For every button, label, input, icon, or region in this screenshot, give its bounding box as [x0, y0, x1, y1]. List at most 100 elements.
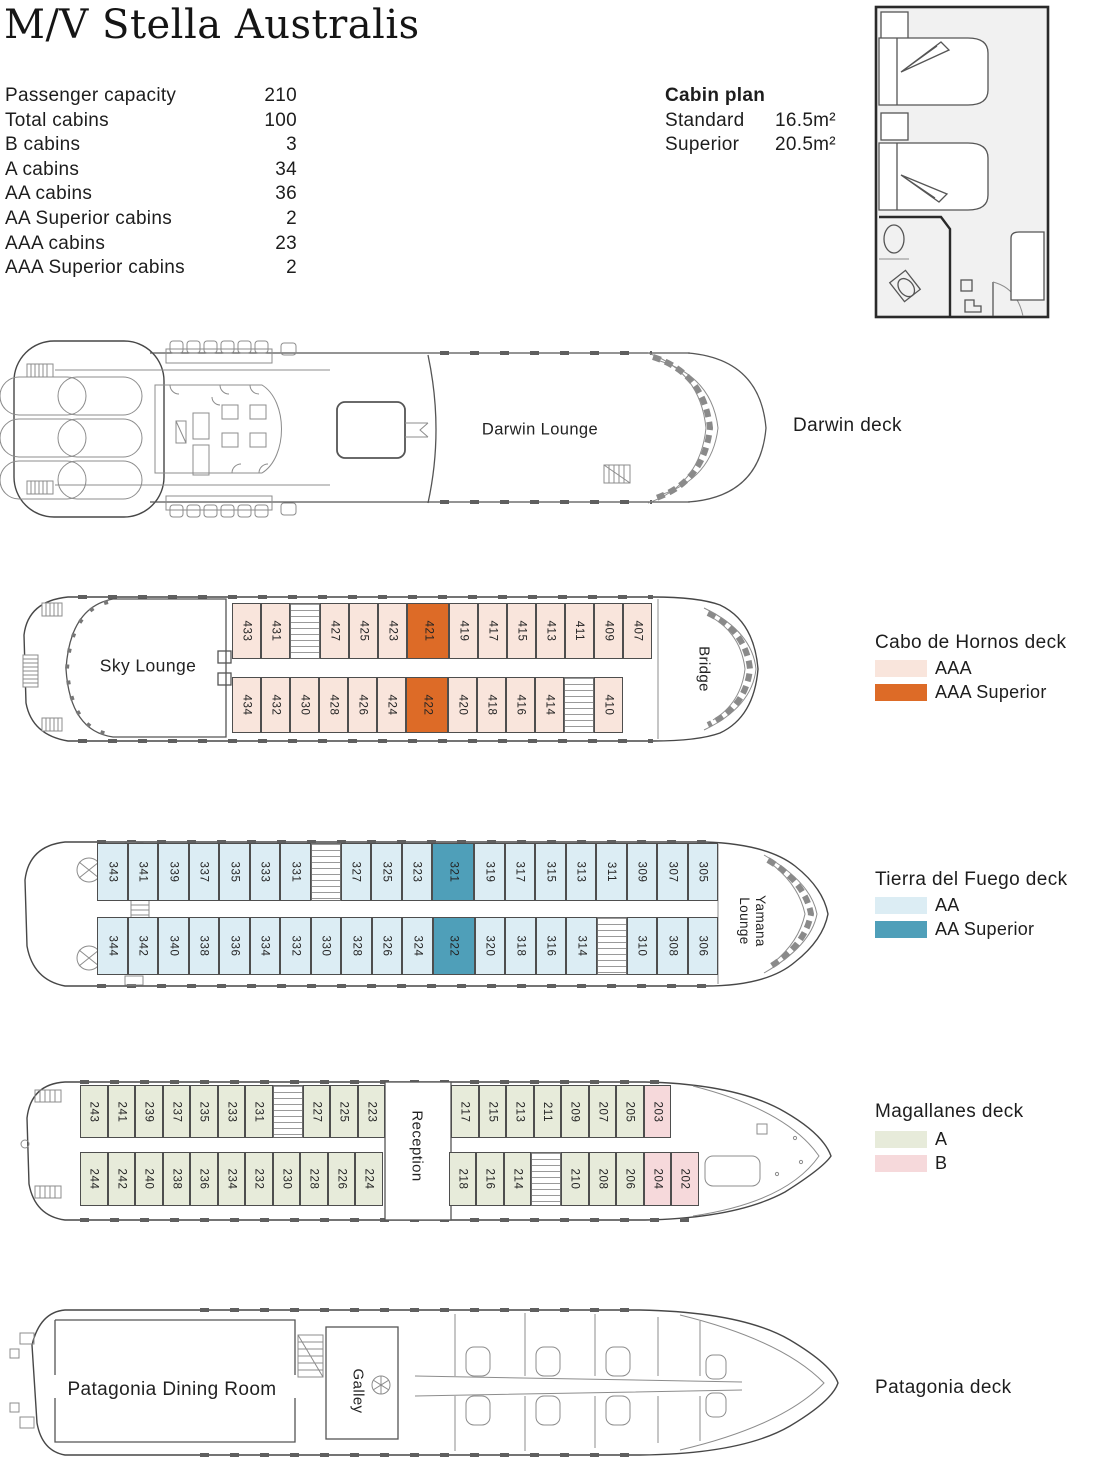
cabin-335[interactable]: 335 — [219, 843, 250, 901]
cabin-434[interactable]: 434 — [232, 677, 261, 733]
cabin-422[interactable]: 422 — [406, 677, 448, 733]
cabin-204[interactable]: 204 — [643, 1152, 671, 1206]
cabin-325[interactable]: 325 — [371, 843, 402, 901]
cabin-206[interactable]: 206 — [616, 1152, 644, 1206]
cabin-416[interactable]: 416 — [506, 677, 535, 733]
cabin-233[interactable]: 233 — [217, 1085, 245, 1138]
cabin-238[interactable]: 238 — [162, 1152, 190, 1206]
cabin-322[interactable]: 322 — [432, 917, 475, 975]
cabin-231[interactable]: 231 — [245, 1085, 273, 1138]
cabin-320[interactable]: 320 — [474, 917, 505, 975]
cabin-223[interactable]: 223 — [357, 1085, 385, 1138]
cabin-224[interactable]: 224 — [355, 1152, 383, 1206]
cabin-230[interactable]: 230 — [272, 1152, 300, 1206]
cabin-418[interactable]: 418 — [477, 677, 506, 733]
cabin-215[interactable]: 215 — [478, 1085, 506, 1138]
cabin-244[interactable]: 244 — [80, 1152, 108, 1206]
cabin-237[interactable]: 237 — [162, 1085, 190, 1138]
cabin-328[interactable]: 328 — [341, 917, 372, 975]
cabin-414[interactable]: 414 — [535, 677, 564, 733]
cabin-432[interactable]: 432 — [261, 677, 290, 733]
cabin-323[interactable]: 323 — [401, 843, 432, 901]
cabin-337[interactable]: 337 — [188, 843, 219, 901]
cabin-309[interactable]: 309 — [626, 843, 657, 901]
cabin-307[interactable]: 307 — [657, 843, 688, 901]
cabin-243[interactable]: 243 — [80, 1085, 108, 1138]
cabin-331[interactable]: 331 — [280, 843, 311, 901]
cabin-327[interactable]: 327 — [340, 843, 371, 901]
cabin-317[interactable]: 317 — [504, 843, 535, 901]
cabin-338[interactable]: 338 — [188, 917, 219, 975]
cabin-313[interactable]: 313 — [565, 843, 596, 901]
cabin-205[interactable]: 205 — [616, 1085, 644, 1138]
cabin-339[interactable]: 339 — [158, 843, 189, 901]
cabin-428[interactable]: 428 — [319, 677, 348, 733]
cabin-316[interactable]: 316 — [535, 917, 566, 975]
cabin-305[interactable]: 305 — [687, 843, 718, 901]
cabin-407[interactable]: 407 — [623, 603, 652, 659]
cabin-214[interactable]: 214 — [503, 1152, 531, 1206]
cabin-319[interactable]: 319 — [474, 843, 505, 901]
cabin-330[interactable]: 330 — [310, 917, 341, 975]
cabin-240[interactable]: 240 — [135, 1152, 163, 1206]
cabin-207[interactable]: 207 — [588, 1085, 616, 1138]
cabin-218[interactable]: 218 — [448, 1152, 476, 1206]
cabin-417[interactable]: 417 — [478, 603, 507, 659]
cabin-318[interactable]: 318 — [505, 917, 536, 975]
cabin-226[interactable]: 226 — [327, 1152, 355, 1206]
cabin-234[interactable]: 234 — [217, 1152, 245, 1206]
cabin-427[interactable]: 427 — [320, 603, 349, 659]
cabin-421[interactable]: 421 — [407, 603, 449, 659]
cabin-211[interactable]: 211 — [533, 1085, 561, 1138]
cabin-235[interactable]: 235 — [190, 1085, 218, 1138]
cabin-413[interactable]: 413 — [536, 603, 565, 659]
cabin-336[interactable]: 336 — [219, 917, 250, 975]
cabin-216[interactable]: 216 — [476, 1152, 504, 1206]
cabin-308[interactable]: 308 — [657, 917, 688, 975]
cabin-344[interactable]: 344 — [97, 917, 128, 975]
cabin-425[interactable]: 425 — [349, 603, 378, 659]
cabin-209[interactable]: 209 — [561, 1085, 589, 1138]
cabin-334[interactable]: 334 — [249, 917, 280, 975]
cabin-426[interactable]: 426 — [348, 677, 377, 733]
cabin-326[interactable]: 326 — [371, 917, 402, 975]
cabin-202[interactable]: 202 — [671, 1152, 699, 1206]
cabin-232[interactable]: 232 — [245, 1152, 273, 1206]
cabin-315[interactable]: 315 — [535, 843, 566, 901]
cabin-423[interactable]: 423 — [378, 603, 407, 659]
cabin-342[interactable]: 342 — [127, 917, 158, 975]
cabin-236[interactable]: 236 — [190, 1152, 218, 1206]
cabin-424[interactable]: 424 — [377, 677, 406, 733]
cabin-433[interactable]: 433 — [232, 603, 261, 659]
cabin-306[interactable]: 306 — [687, 917, 718, 975]
cabin-430[interactable]: 430 — [290, 677, 319, 733]
cabin-341[interactable]: 341 — [127, 843, 158, 901]
cabin-415[interactable]: 415 — [507, 603, 536, 659]
cabin-321[interactable]: 321 — [432, 843, 474, 901]
cabin-314[interactable]: 314 — [566, 917, 597, 975]
cabin-208[interactable]: 208 — [588, 1152, 616, 1206]
cabin-217[interactable]: 217 — [451, 1085, 479, 1138]
cabin-343[interactable]: 343 — [97, 843, 128, 901]
cabin-333[interactable]: 333 — [249, 843, 280, 901]
cabin-241[interactable]: 241 — [107, 1085, 135, 1138]
cabin-242[interactable]: 242 — [107, 1152, 135, 1206]
cabin-410[interactable]: 410 — [594, 677, 623, 733]
cabin-324[interactable]: 324 — [402, 917, 433, 975]
cabin-420[interactable]: 420 — [448, 677, 477, 733]
cabin-225[interactable]: 225 — [330, 1085, 358, 1138]
cabin-210[interactable]: 210 — [561, 1152, 589, 1206]
cabin-228[interactable]: 228 — [300, 1152, 328, 1206]
cabin-227[interactable]: 227 — [302, 1085, 330, 1138]
cabin-431[interactable]: 431 — [261, 603, 290, 659]
cabin-239[interactable]: 239 — [135, 1085, 163, 1138]
cabin-213[interactable]: 213 — [506, 1085, 534, 1138]
cabin-203[interactable]: 203 — [643, 1085, 671, 1138]
cabin-419[interactable]: 419 — [449, 603, 478, 659]
cabin-411[interactable]: 411 — [565, 603, 594, 659]
cabin-409[interactable]: 409 — [594, 603, 623, 659]
cabin-340[interactable]: 340 — [158, 917, 189, 975]
cabin-311[interactable]: 311 — [596, 843, 627, 901]
cabin-310[interactable]: 310 — [626, 917, 657, 975]
cabin-332[interactable]: 332 — [280, 917, 311, 975]
